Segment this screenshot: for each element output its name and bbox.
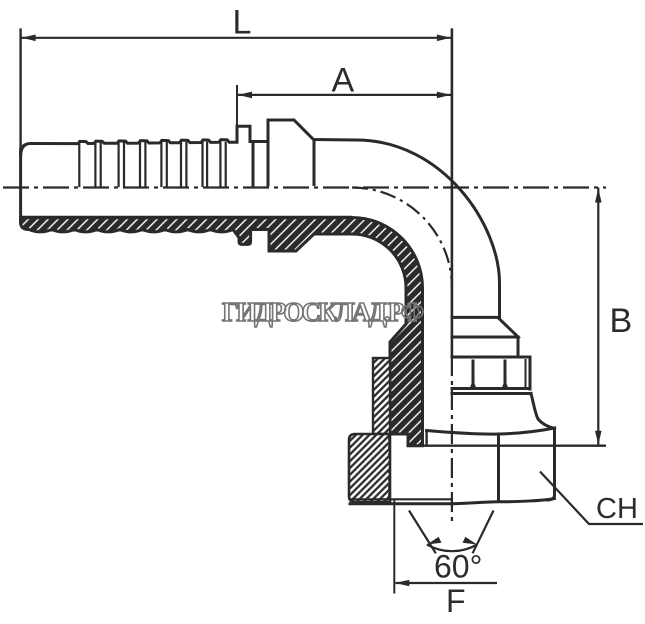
svg-text:60°: 60°	[434, 549, 482, 585]
svg-text:F: F	[446, 583, 466, 619]
svg-text:CH: CH	[596, 493, 638, 525]
svg-text:ГИДРОСКЛАД.РФ: ГИДРОСКЛАД.РФ	[222, 297, 424, 327]
svg-text:A: A	[332, 62, 355, 100]
svg-text:B: B	[610, 302, 633, 340]
svg-text:L: L	[233, 4, 252, 42]
